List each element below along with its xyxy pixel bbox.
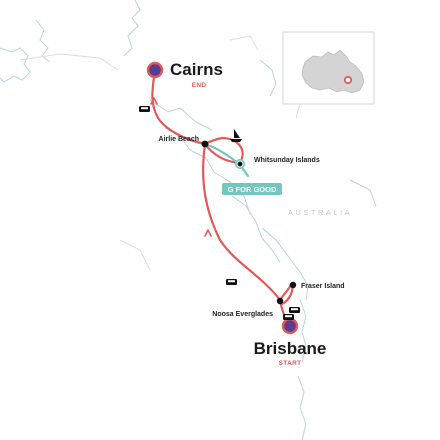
badge-background: [222, 183, 282, 195]
airlie-beach-stop[interactable]: [201, 140, 209, 148]
inset-map: [282, 31, 375, 105]
airlie-beach-label: Airlie Beach: [159, 136, 199, 143]
bus-icon: [289, 307, 300, 313]
g-for-good-badge: G FOR GOOD: [222, 183, 282, 195]
noosa-everglades-stop[interactable]: [276, 297, 284, 305]
bus-icon: [139, 106, 150, 112]
route-cairns-airlie: [151, 68, 207, 146]
noosa-everglades-label: Noosa Everglades: [212, 311, 273, 318]
fraser-island-stop[interactable]: [289, 281, 297, 289]
cairns-tag: END: [192, 82, 207, 89]
direction-chevron-icon: [150, 97, 158, 105]
brisbane-marker[interactable]: [281, 317, 299, 335]
cairns-marker[interactable]: [146, 61, 164, 79]
bus-icon: [283, 314, 294, 320]
cairns-label: Cairns: [170, 60, 223, 79]
direction-chevron-icon: [204, 229, 212, 237]
whitsunday-label: Whitsunday Islands: [254, 157, 320, 164]
inset-location-marker: [343, 75, 353, 85]
fraser-island-label: Fraser Island: [301, 283, 345, 290]
brisbane-label: Brisbane: [254, 339, 327, 358]
badge-label: G FOR GOOD: [228, 185, 277, 194]
brisbane-tag: START: [279, 360, 302, 367]
route-airlie-noosa: [202, 142, 282, 302]
country-label: AUSTRALIA: [288, 208, 352, 217]
route-lines: [150, 68, 294, 328]
whitsunday-stop[interactable]: [235, 159, 246, 170]
sailboat-icon: [230, 129, 242, 142]
bus-icon: [226, 279, 237, 285]
